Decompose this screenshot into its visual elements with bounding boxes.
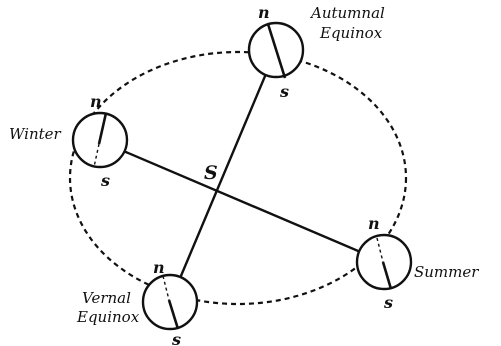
autumnal-caption-line-1: Autumnal — [309, 4, 385, 22]
north-pole-label: n — [368, 214, 380, 233]
autumnal-caption-line-2: Equinox — [319, 24, 383, 42]
summer-caption: Summer — [414, 263, 479, 281]
south-pole-label: s — [279, 82, 289, 101]
earth-axis — [266, 23, 287, 79]
vernal-caption-line-1: Vernal — [82, 289, 131, 307]
earth-winter: n s Winter — [9, 92, 129, 190]
south-pole-label: s — [171, 330, 181, 346]
autumnal-vernal-line — [168, 49, 278, 303]
earth-axis-hidden — [376, 237, 384, 263]
earth-axis — [381, 261, 393, 290]
south-pole-label: s — [383, 293, 393, 312]
vernal-caption-line-2: Equinox — [76, 308, 140, 326]
earth-axis-hidden — [93, 143, 100, 168]
earth-summer: n s Summer — [355, 214, 479, 312]
winter-summer-line — [99, 139, 385, 264]
earth-vernal-equinox: n s Vernal Equinox — [76, 258, 199, 346]
north-pole-label: n — [90, 92, 102, 111]
sun-label: S — [204, 162, 218, 184]
north-pole-label: n — [153, 258, 165, 277]
earth-axis — [167, 299, 180, 330]
north-pole-label: n — [258, 3, 270, 22]
winter-caption: Winter — [9, 125, 62, 143]
orbit-path — [68, 50, 408, 306]
earth-axis-hidden — [162, 275, 170, 301]
south-pole-label: s — [100, 171, 110, 190]
earth-autumnal-equinox: n s Autumnal Equinox — [247, 3, 385, 101]
earth-axis — [97, 112, 108, 145]
